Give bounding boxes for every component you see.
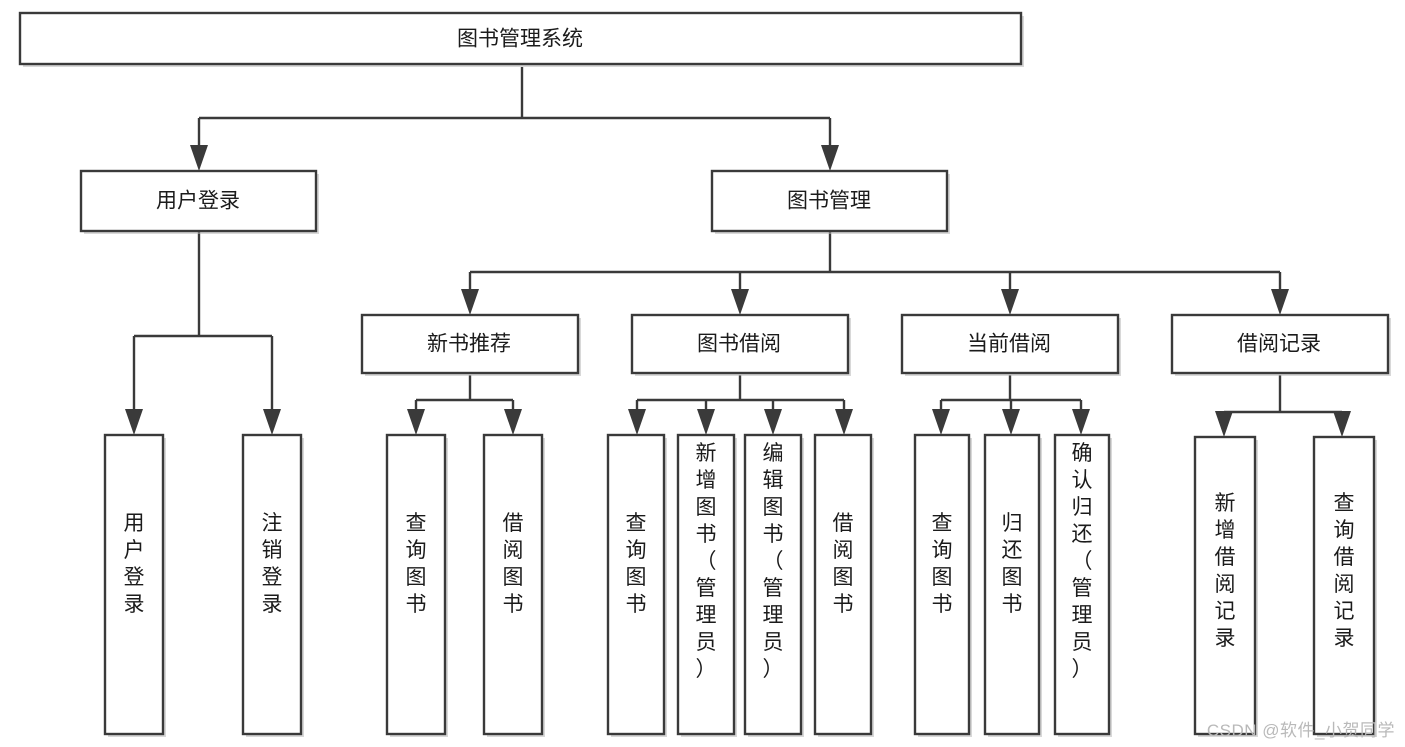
leaf-edit-book-box xyxy=(743,433,803,736)
connector-group-root xyxy=(190,67,839,171)
node-leaf-add-book[interactable]: 新增图书（管理员） xyxy=(676,433,737,737)
leaf-query-book-3-label: 查询图书 xyxy=(932,512,953,616)
user-login-box xyxy=(79,169,318,233)
node-leaf-user-login[interactable]: 用户登录 xyxy=(103,433,166,737)
arrow-head-leaf-edit-book xyxy=(764,409,782,435)
leaf-query-book-1-label: 查询图书 xyxy=(406,512,427,616)
node-leaf-borrow-book-1[interactable]: 借阅图书 xyxy=(482,433,545,737)
root-label: 图书管理系统 xyxy=(457,28,583,51)
arrow-head-book-borrow xyxy=(731,289,749,315)
node-new-book-recommend[interactable]: 新书推荐 xyxy=(360,313,581,376)
node-leaf-return-book[interactable]: 归还图书 xyxy=(983,433,1042,737)
borrow-record-label: 借阅记录 xyxy=(1237,333,1321,356)
node-root-system[interactable]: 图书管理系统 xyxy=(18,11,1024,67)
connector-group-book-borrow xyxy=(628,375,853,435)
node-current-borrow[interactable]: 当前借阅 xyxy=(900,313,1121,376)
arrow-head-book-manage xyxy=(821,145,839,171)
leaf-query-record-label: 查询借阅记录 xyxy=(1334,492,1355,650)
leaf-user-login-label: 用户登录 xyxy=(124,512,145,616)
node-borrow-record[interactable]: 借阅记录 xyxy=(1170,313,1391,376)
arrow-head-leaf-add-book xyxy=(697,409,715,435)
user-login-label: 用户登录 xyxy=(156,190,240,213)
arrow-head-user-login xyxy=(190,145,208,171)
new-book-label: 新书推荐 xyxy=(427,333,511,356)
leaf-confirm-return-box xyxy=(1053,433,1111,736)
arrow-head-leaf-add-record xyxy=(1215,411,1233,437)
current-borrow-label: 当前借阅 xyxy=(967,333,1051,356)
leaf-return-book-label: 归还图书 xyxy=(1002,512,1023,616)
node-leaf-query-book-2[interactable]: 查询图书 xyxy=(606,433,667,737)
node-leaf-edit-book[interactable]: 编辑图书（管理员） xyxy=(743,433,804,737)
leaf-borrow-book-2-box xyxy=(813,433,873,736)
arrow-head-borrow-record xyxy=(1271,289,1289,315)
arrow-head-new-book xyxy=(461,289,479,315)
leaf-logout-login-box xyxy=(241,433,303,736)
leaf-borrow-book-2-label: 借阅图书 xyxy=(833,512,854,616)
node-user-login[interactable]: 用户登录 xyxy=(79,169,319,234)
book-borrow-label: 图书借阅 xyxy=(697,333,781,356)
leaf-query-book-3-box xyxy=(913,433,971,736)
node-book-manage[interactable]: 图书管理 xyxy=(710,169,950,234)
current-borrow-box xyxy=(900,313,1120,375)
connector-group-current-borrow xyxy=(932,375,1090,435)
leaf-borrow-book-1-label: 借阅图书 xyxy=(503,512,524,616)
arrow-head-leaf-query-book-3 xyxy=(932,409,950,435)
leaf-confirm-return-label: 确认归还（管理员） xyxy=(1072,442,1093,681)
leaf-query-record-box xyxy=(1312,435,1376,736)
leaf-query-book-2-box xyxy=(606,433,666,736)
leaf-return-book-box xyxy=(983,433,1041,736)
leaf-query-book-2-label: 查询图书 xyxy=(626,512,647,616)
arrow-head-leaf-logout-login xyxy=(263,409,281,435)
leaf-user-login-box xyxy=(103,433,165,736)
leaf-logout-login-label: 注销登录 xyxy=(262,512,283,616)
arrow-head-leaf-borrow-book-1 xyxy=(504,409,522,435)
arrow-head-leaf-confirm-return xyxy=(1072,409,1090,435)
node-leaf-confirm-return[interactable]: 确认归还（管理员） xyxy=(1053,433,1112,737)
leaf-add-record-box xyxy=(1193,435,1257,736)
leaf-query-book-1-box xyxy=(385,433,447,736)
arrow-head-current-borrow xyxy=(1001,289,1019,315)
node-leaf-query-book-3[interactable]: 查询图书 xyxy=(913,433,972,737)
leaf-edit-book-label: 编辑图书（管理员） xyxy=(763,442,784,681)
node-leaf-query-record[interactable]: 查询借阅记录 xyxy=(1312,435,1377,737)
root-box xyxy=(18,11,1023,66)
arrow-head-leaf-query-book-2 xyxy=(628,409,646,435)
borrow-record-box xyxy=(1170,313,1390,375)
new-book-box xyxy=(360,313,580,375)
arrow-head-leaf-return-book xyxy=(1002,409,1020,435)
node-book-borrow[interactable]: 图书借阅 xyxy=(630,313,851,376)
connector-group-book-manage xyxy=(461,232,1289,315)
arrow-head-leaf-query-record xyxy=(1333,411,1351,437)
node-leaf-query-book-1[interactable]: 查询图书 xyxy=(385,433,448,737)
arrow-head-leaf-query-book-1 xyxy=(407,409,425,435)
book-manage-label: 图书管理 xyxy=(787,190,871,213)
book-manage-box xyxy=(710,169,949,233)
arrow-head-leaf-user-login xyxy=(125,409,143,435)
leaf-add-record-label: 新增借阅记录 xyxy=(1215,492,1236,650)
node-leaf-logout-login[interactable]: 注销登录 xyxy=(241,433,304,737)
connector-group-borrow-record xyxy=(1215,375,1351,437)
leaf-borrow-book-1-box xyxy=(482,433,544,736)
book-borrow-box xyxy=(630,313,850,375)
leaf-add-book-label: 新增图书（管理员） xyxy=(696,442,717,681)
arrow-head-leaf-borrow-book-2 xyxy=(835,409,853,435)
leaf-add-book-box xyxy=(676,433,736,736)
node-leaf-borrow-book-2[interactable]: 借阅图书 xyxy=(813,433,874,737)
node-leaf-add-record[interactable]: 新增借阅记录 xyxy=(1193,435,1258,737)
connector-group-user-login xyxy=(125,232,281,435)
connector-group-new-book-recommend xyxy=(407,375,522,435)
